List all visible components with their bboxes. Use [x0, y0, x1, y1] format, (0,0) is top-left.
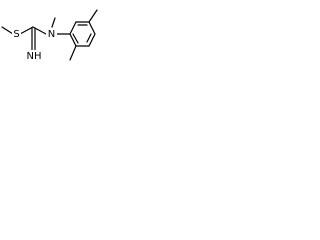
chemical-structure-diagram: S N NH: [1, 9, 98, 62]
bond-ring-methyl-lower: [69, 45, 77, 61]
imine-label: NH: [27, 51, 42, 62]
sulfur-label: S: [13, 29, 19, 40]
ring-double-bond-left: [72, 33, 79, 44]
bond-methyl-sulfur: [1, 26, 14, 35]
bond-sulfur-carbon: [19, 26, 34, 35]
nitrogen-label: N: [48, 29, 55, 40]
ring-double-bond-right: [86, 33, 92, 43]
bond-ring-methyl-upper: [88, 9, 98, 23]
bond-nitrogen-methyl: [51, 17, 56, 28]
